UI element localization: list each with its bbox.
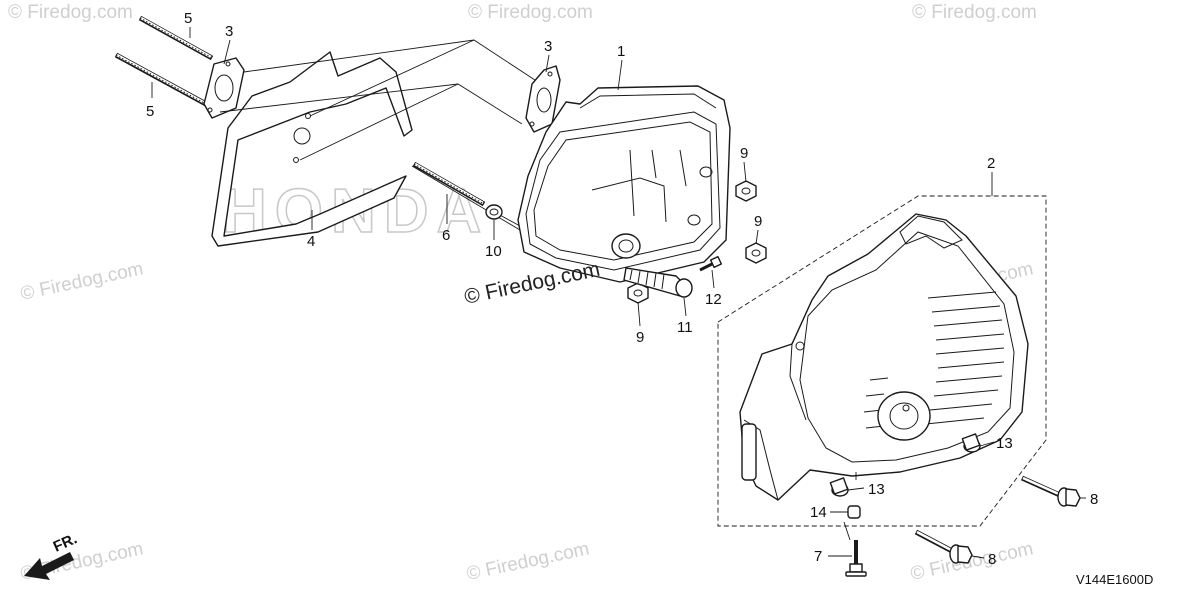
callout-gasket-top-left: 3 (225, 23, 233, 40)
collar-14-drawing (847, 505, 861, 519)
muffler-protector-drawing (739, 213, 1029, 501)
callout-collar-14: 14 (810, 504, 827, 521)
nut-upper-drawing (735, 180, 757, 202)
muffler-drawing (517, 85, 731, 283)
callout-stud-bolt-center: 6 (442, 227, 450, 244)
gasket-left-drawing (203, 57, 245, 119)
callout-washer: 10 (485, 243, 502, 260)
stud-bolt-center-drawing (412, 161, 486, 207)
callout-muffler-protector: 2 (987, 155, 995, 172)
screw-drawing (699, 255, 723, 272)
callout-spark-arrester: 11 (677, 319, 693, 336)
callout-bolt-7: 7 (814, 548, 822, 565)
callout-collar-upper: 13 (996, 435, 1013, 452)
gasket-right-drawing (525, 65, 561, 133)
callout-muffler: 1 (617, 43, 625, 60)
callout-stud-bolt-lower: 5 (146, 103, 154, 120)
callout-stud-bolt-upper: 5 (184, 10, 192, 27)
watermark-text: © Firedog.com (468, 2, 593, 23)
callout-gasket-top-right: 3 (544, 38, 552, 55)
protector-dashed-frame (717, 195, 1047, 527)
callout-flange-bolt-upper: 8 (1090, 491, 1098, 508)
watermark-text: © Firedog.com (909, 538, 1036, 585)
callout-collar-lower: 13 (868, 481, 885, 498)
callout-nut-lower: 9 (636, 329, 644, 346)
watermark-text: © Firedog.com (912, 2, 1037, 23)
spark-arrester-drawing (623, 267, 693, 298)
drawing-code: V144E1600D (1076, 572, 1153, 587)
callout-labels: 5 3 5 3 1 9 9 4 6 10 9 11 12 2 13 13 8 8… (146, 10, 1098, 568)
collar-lower-drawing (829, 477, 849, 497)
callout-leaders (151, 27, 1086, 559)
collar-upper-drawing (961, 433, 981, 453)
bolt-7-drawing (845, 540, 867, 577)
callout-nut-upper: 9 (740, 145, 748, 162)
watermark-main-text: © Firedog.com (462, 258, 602, 309)
watermark-text: © Firedog.com (8, 2, 133, 23)
stud-bolt-lower-drawing (114, 52, 208, 107)
callout-heat-shield-plate: 4 (307, 233, 315, 250)
stud-bolt-upper-drawing (138, 15, 214, 61)
flange-bolt-lower-drawing (914, 529, 973, 564)
washer-drawing (485, 204, 503, 220)
callout-screw: 12 (705, 291, 722, 308)
assembly-guide-lines (219, 39, 545, 231)
nut-middle-drawing (745, 242, 767, 264)
watermark-text: © Firedog.com (19, 258, 146, 305)
callout-nut-middle: 9 (754, 213, 762, 230)
flange-bolt-upper-drawing (1020, 475, 1081, 507)
callout-flange-bolt-lower: 8 (988, 551, 996, 568)
watermark-text: © Firedog.com (465, 538, 592, 585)
